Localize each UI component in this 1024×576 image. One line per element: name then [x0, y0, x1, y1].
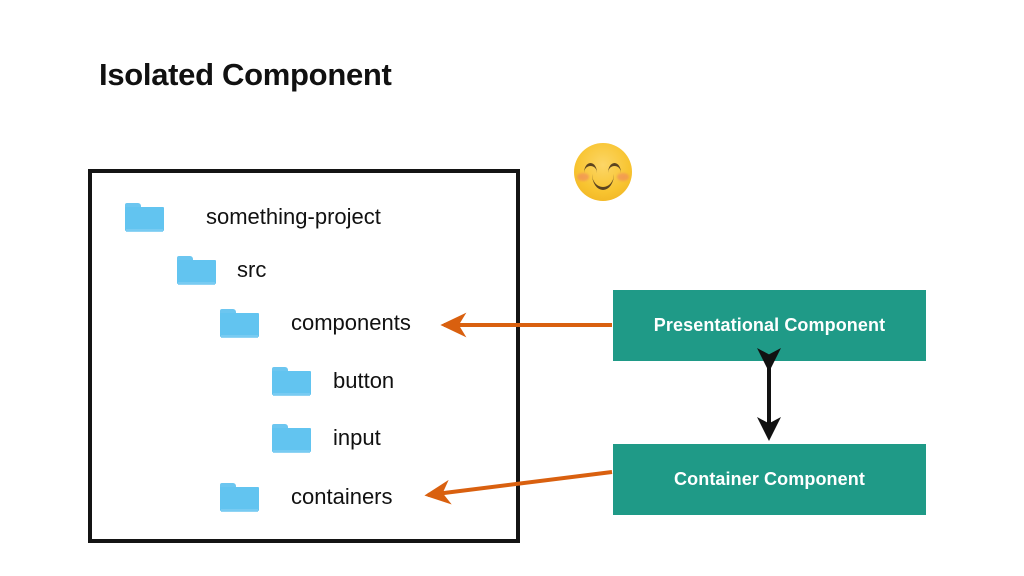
page-title: Isolated Component [99, 57, 392, 92]
tree-row[interactable]: components [220, 306, 411, 340]
container-component-label: Container Component [674, 469, 865, 489]
folder-icon [177, 255, 216, 285]
tree-row[interactable]: src [177, 253, 266, 287]
folder-icon [220, 308, 259, 338]
smiling-face-with-smiling-eyes-icon [574, 143, 632, 201]
presentational-component-box[interactable]: Presentational Component [613, 290, 926, 361]
tree-item-label: button [333, 368, 395, 393]
tree-row[interactable]: button [272, 364, 394, 398]
tree-row[interactable]: containers [220, 480, 393, 514]
presentational-component-label: Presentational Component [653, 315, 886, 335]
tree-item-label: something-project [206, 204, 381, 229]
folder-icon [125, 202, 164, 232]
tree-item-label: input [333, 425, 381, 450]
folder-icon [272, 366, 311, 396]
tree-item-label: components [291, 310, 411, 335]
tree-row[interactable]: something-project [125, 200, 381, 234]
folder-tree: something-project src components button [88, 169, 520, 543]
container-component-box[interactable]: Container Component [613, 444, 926, 515]
folder-icon [220, 482, 259, 512]
tree-item-label: src [237, 257, 267, 282]
tree-row[interactable]: input [272, 421, 381, 455]
tree-item-label: containers [291, 484, 393, 509]
folder-icon [272, 423, 311, 453]
